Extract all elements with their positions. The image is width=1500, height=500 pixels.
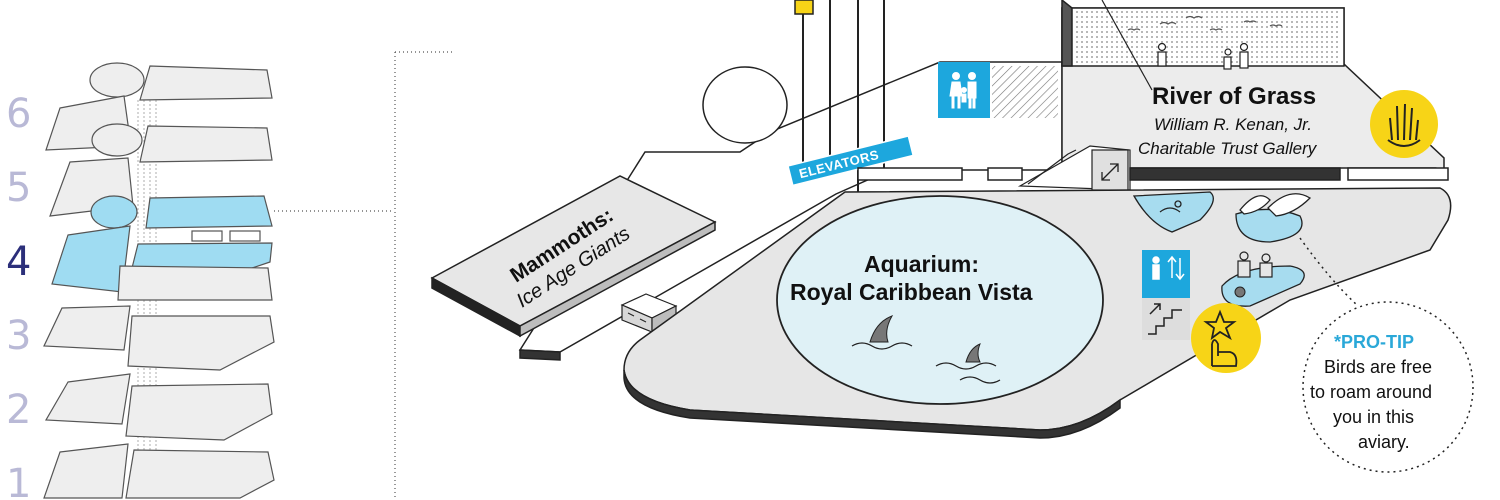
pro-tip-callout: *PRO-TIP Birds are free to roam around y… <box>1299 237 1474 473</box>
expand-arrows-icon <box>627 312 647 323</box>
stairs-block-right[interactable] <box>1017 145 1131 191</box>
floor-5-plate[interactable] <box>49 123 273 217</box>
river-of-grass-title: River of Grass <box>1152 83 1316 110</box>
wave-lines <box>851 342 1001 384</box>
touch-tank[interactable] <box>1221 251 1305 307</box>
elevator-icon <box>1152 255 1185 281</box>
floor-2-number[interactable]: 2 <box>6 387 31 433</box>
aquarium-tank[interactable] <box>776 195 1104 405</box>
river-pointer-line <box>1101 0 1153 91</box>
river-of-grass-gallery[interactable] <box>1061 0 1445 178</box>
touch-hand-badge[interactable] <box>1370 90 1438 158</box>
starfish-touch-badge[interactable] <box>1191 303 1261 373</box>
mammoths-gallery[interactable] <box>430 175 717 338</box>
family-restroom-sign[interactable] <box>938 62 1058 118</box>
aquarium-title-line2: Royal Caribbean Vista <box>790 279 1033 305</box>
pro-tip-heading: *PRO-TIP <box>1334 332 1414 352</box>
elevator-stairs-sign[interactable] <box>1142 250 1190 340</box>
expand-arrows-icon <box>1101 163 1119 181</box>
floor-railings <box>857 167 1449 181</box>
floor-1-number[interactable]: 1 <box>6 461 31 500</box>
starfish-touch-icon <box>1203 309 1238 367</box>
round-platform <box>702 66 788 144</box>
shark-fin-icon <box>869 315 981 363</box>
pro-tip-line-3: you in this <box>1333 407 1414 427</box>
pro-tip-line-1: Birds are free <box>1324 357 1432 377</box>
river-of-grass-subtitle-1: William R. Kenan, Jr. <box>1154 115 1312 134</box>
floor-4-number[interactable]: 4 <box>6 239 31 285</box>
duck-pond[interactable] <box>1132 191 1214 233</box>
visitors-icon <box>1157 42 1249 70</box>
visitors-icon <box>1237 251 1273 278</box>
stairs-block-left[interactable] <box>620 293 678 333</box>
touch-hand-icon <box>1387 103 1421 147</box>
family-restroom-icon <box>949 72 977 109</box>
river-of-grass-subtitle-2: Charitable Trust Gallery <box>1138 139 1318 158</box>
pro-tip-line-2: to roam around <box>1310 382 1432 402</box>
floor-1-plate[interactable] <box>43 443 275 499</box>
aquarium-title-line1: Aquarium: <box>864 251 979 277</box>
floor-6-number[interactable]: 6 <box>6 91 31 137</box>
floor-2-plate[interactable] <box>44 373 273 441</box>
bird-island[interactable] <box>1235 193 1312 243</box>
bird-icon <box>1239 193 1312 217</box>
stairs-icon <box>1148 303 1182 335</box>
duck-pond-icon <box>1159 200 1182 213</box>
floor-3-plate[interactable] <box>43 265 275 371</box>
bird-icon <box>1127 15 1283 31</box>
pro-tip-line-4: aviary. <box>1358 432 1410 452</box>
floor-5-number[interactable]: 5 <box>6 165 31 211</box>
floor-selector[interactable]: 6 5 4 3 2 1 <box>6 62 275 500</box>
floor-3-number[interactable]: 3 <box>6 313 31 359</box>
leader-line <box>274 51 452 500</box>
